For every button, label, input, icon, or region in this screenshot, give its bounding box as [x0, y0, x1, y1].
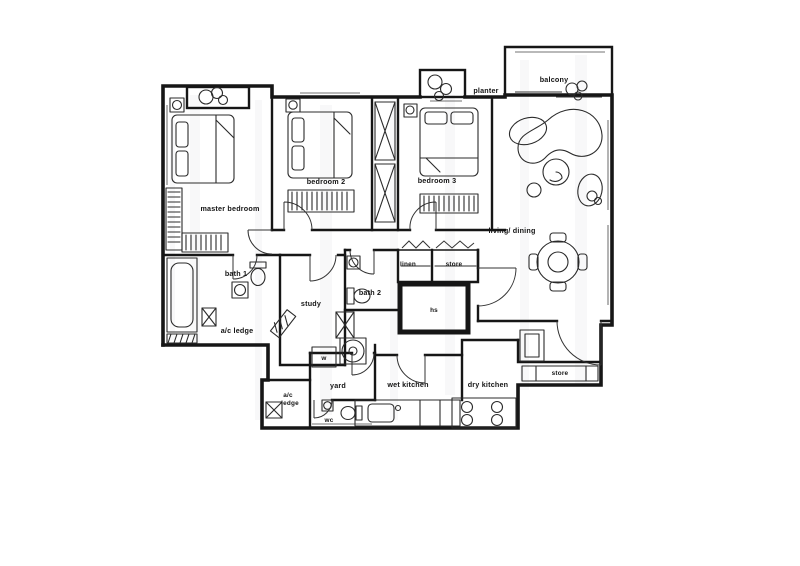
ac-unit-icon	[166, 307, 217, 344]
room-labels: master bedroom bedroom 2 bedroom 3 balco…	[200, 75, 568, 424]
label-linen: linen	[400, 261, 416, 268]
label-yard: yard	[330, 381, 346, 390]
master-wardrobe-icon	[165, 187, 229, 253]
dining-table-icon	[528, 232, 588, 292]
scan-texture	[170, 55, 587, 420]
label-wc: wc	[324, 417, 334, 424]
closet-strip-icon	[374, 101, 396, 223]
label-wet-kitchen: wet kitchen	[386, 380, 428, 389]
label-bedroom-3: bedroom 3	[418, 176, 457, 185]
label-hs: hs	[430, 307, 438, 314]
sofa-icon	[508, 108, 603, 207]
label-ac-bottom-2: ledge	[281, 400, 299, 407]
label-store-kitchen: store	[552, 370, 569, 377]
label-balcony: balcony	[540, 75, 569, 84]
washer-icon	[311, 346, 337, 368]
label-store-hall: store	[446, 261, 463, 268]
label-master-bedroom: master bedroom	[200, 204, 259, 213]
shoe-cabinet-icon	[269, 309, 297, 339]
plant-icon	[198, 74, 603, 206]
stove-icon	[451, 397, 517, 429]
bed3-icon	[403, 103, 479, 177]
ac-unit3-icon	[265, 401, 283, 419]
label-dry-kitchen: dry kitchen	[468, 380, 509, 389]
label-planter: planter	[473, 86, 498, 95]
bathtub-icon	[166, 257, 198, 333]
toilet-icon	[249, 261, 267, 287]
bed2-wardrobe-icon	[287, 189, 355, 213]
master-bed-icon	[169, 97, 235, 184]
store-shelf-icon	[521, 365, 599, 382]
bed2-icon	[285, 98, 353, 179]
bed3-wardrobe-icon	[419, 193, 479, 214]
label-ac-ledge-left: a/c ledge	[221, 326, 254, 335]
walls	[161, 45, 614, 430]
label-washer: w	[320, 355, 326, 362]
kitchen-counter-icon	[354, 399, 461, 427]
label-bath-1: bath 1	[225, 269, 247, 278]
label-bedroom-2: bedroom 2	[307, 177, 346, 186]
label-ac-bottom-1: a/c	[283, 392, 293, 399]
bath2-fixtures-icon	[346, 255, 371, 305]
label-bath-2: bath 2	[359, 288, 381, 297]
label-living-dining: living/ dining	[488, 226, 535, 235]
fridge-icon	[519, 329, 545, 362]
label-study: study	[301, 299, 321, 308]
dryer-icon	[339, 337, 367, 365]
sink-icon	[231, 281, 249, 299]
